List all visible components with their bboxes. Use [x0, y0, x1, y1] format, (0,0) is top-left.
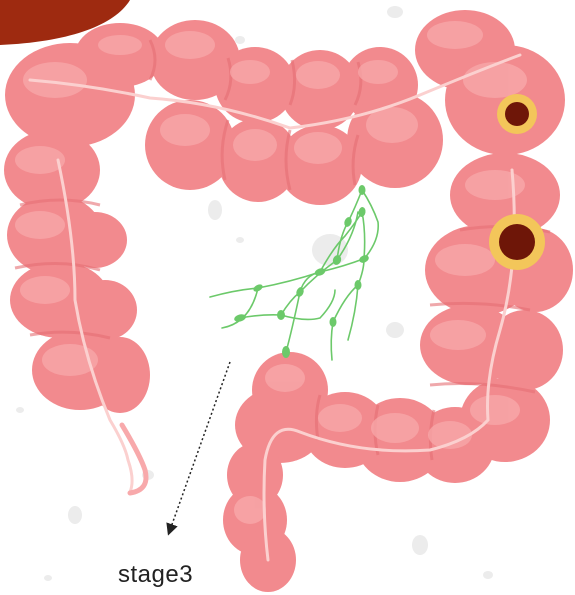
appendix-shape	[122, 425, 146, 493]
arrow-icon	[170, 362, 230, 530]
tumor-icon	[497, 94, 537, 134]
tumor-icon	[489, 214, 545, 270]
stage-label: stage3	[118, 561, 193, 589]
lymph-node-icon	[210, 190, 378, 360]
